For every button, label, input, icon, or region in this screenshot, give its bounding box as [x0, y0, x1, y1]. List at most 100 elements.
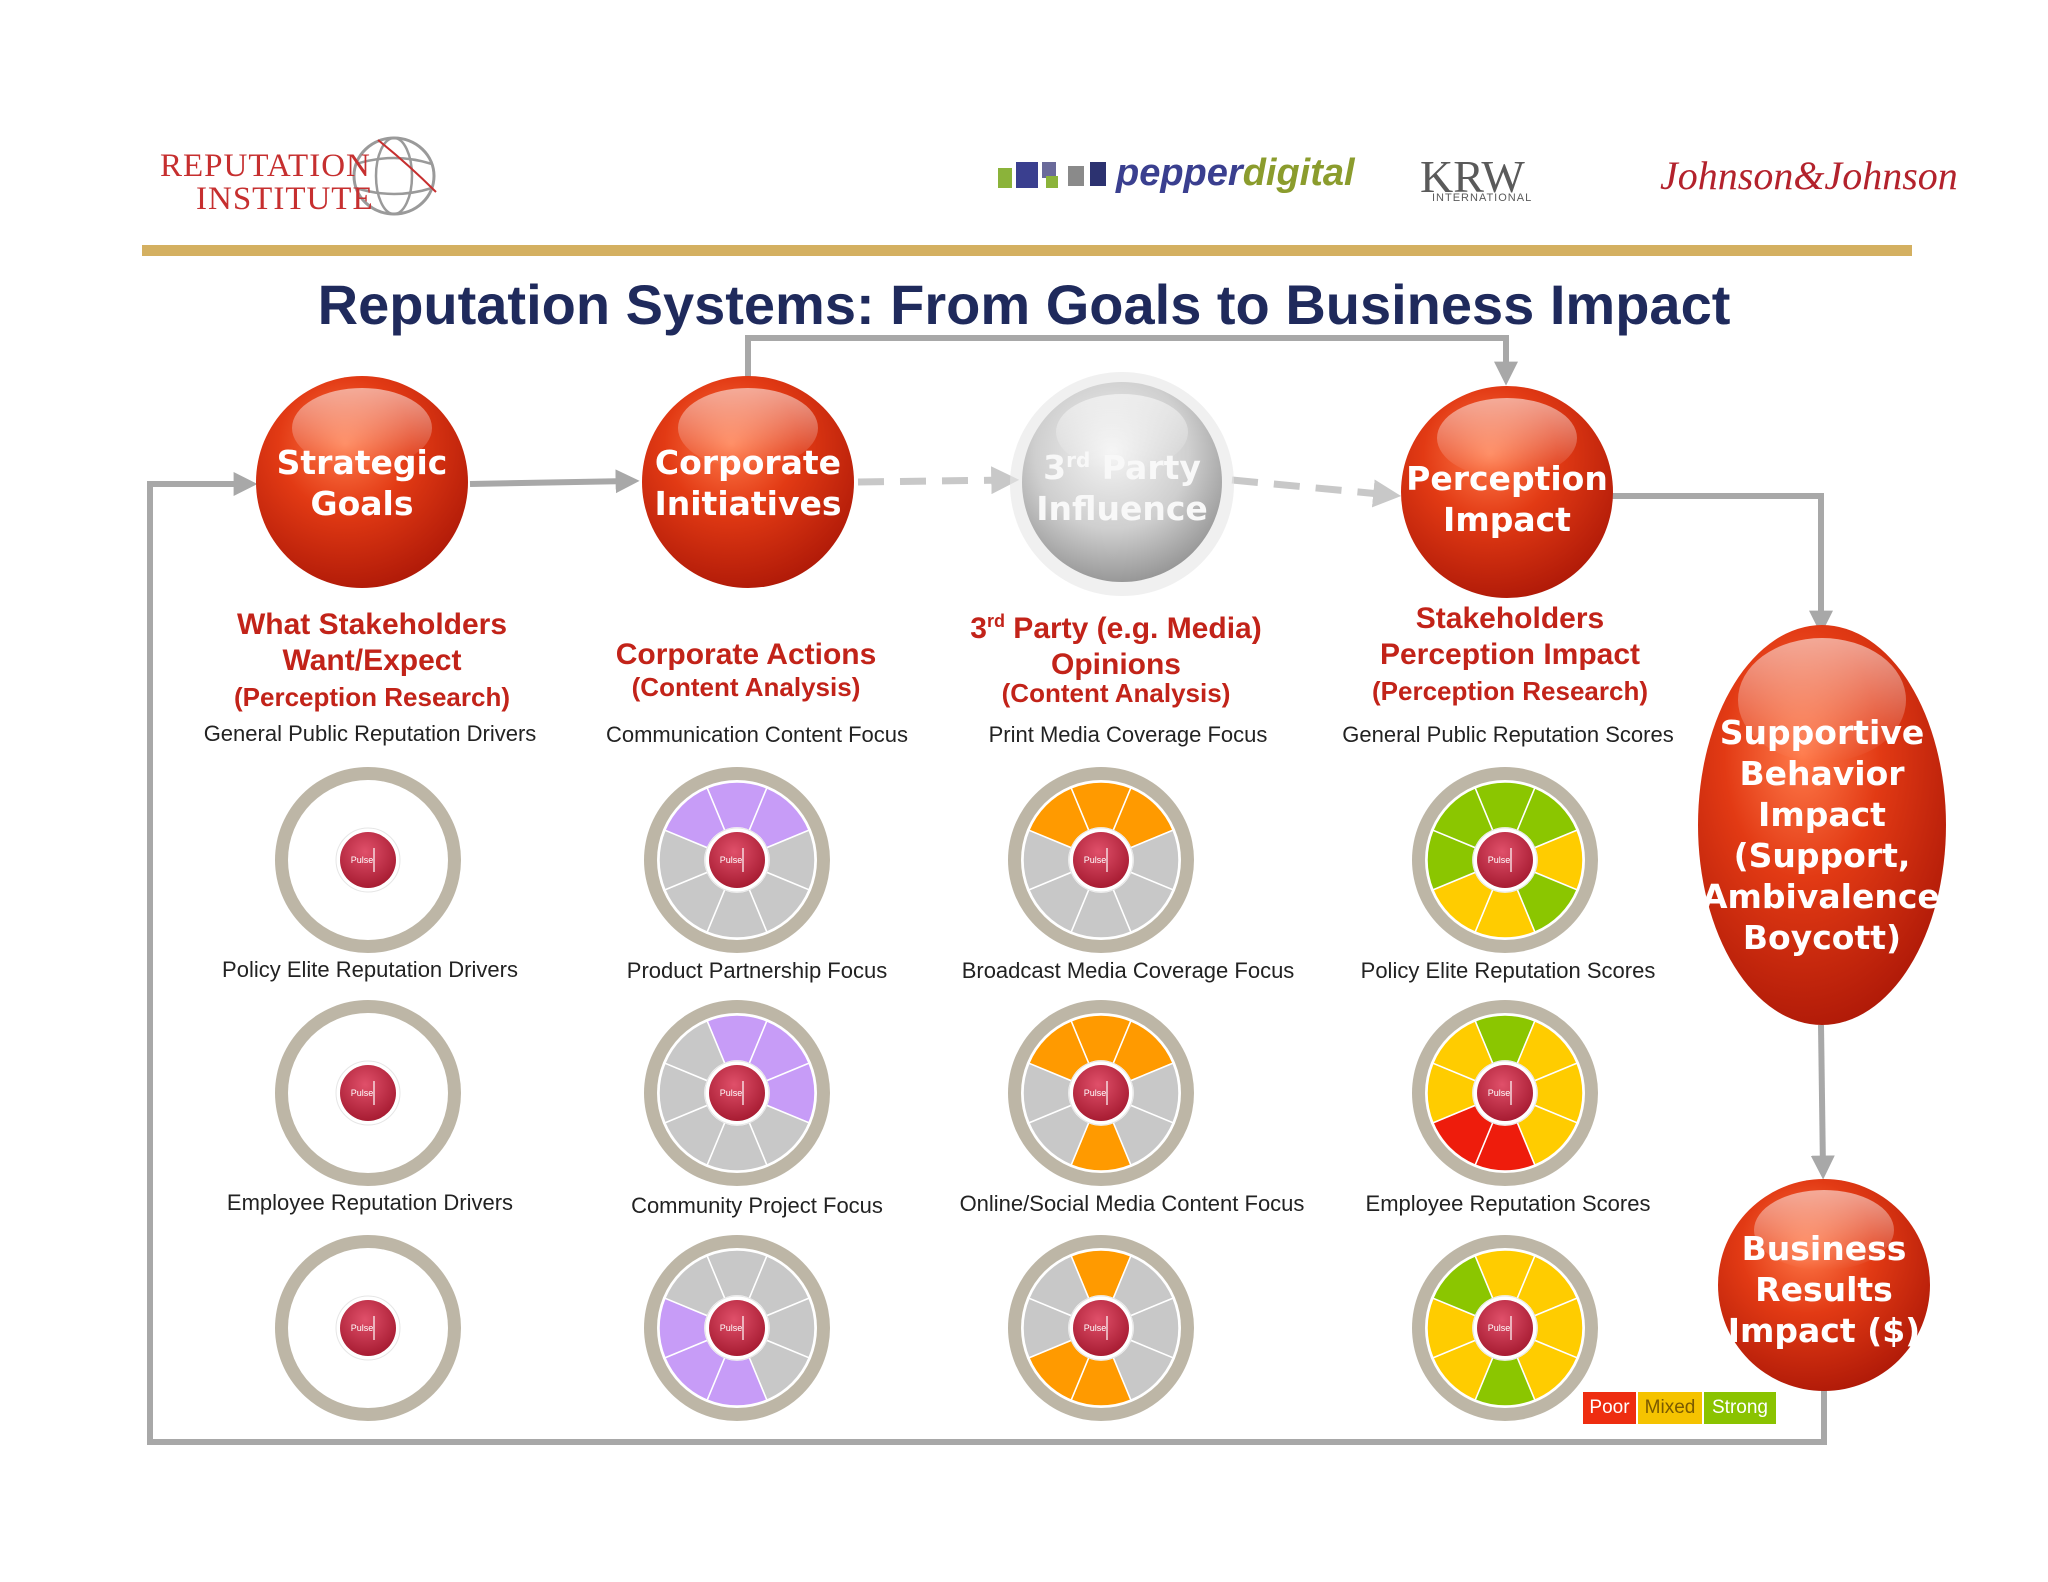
legend-label: Strong [1712, 1397, 1768, 1418]
pulse-core [1477, 1300, 1533, 1356]
pulse-text: Pulse [1488, 1088, 1511, 1098]
wheel-label: General Public Reputation Scores [1342, 722, 1674, 747]
krw-logo: KRW [1420, 151, 1525, 202]
legend-poor: Poor [1583, 1392, 1636, 1424]
reputation-wheel: Pulse [1412, 1000, 1598, 1186]
wheel-label: Online/Social Media Content Focus [959, 1191, 1305, 1216]
pulse-core [1477, 1065, 1533, 1121]
gold-divider [142, 245, 1912, 256]
legend-swatch [1583, 1392, 1636, 1424]
pulse-text: Pulse [720, 1323, 743, 1333]
wheel-label: Communication Content Focus [605, 722, 909, 747]
perception-impact-node [1401, 386, 1613, 598]
reputation-wheel: Pulse [275, 1235, 461, 1421]
business-results-label: Business Results Impact ($) [1727, 1229, 1921, 1350]
col2-subheading: (Content Analysis) [631, 672, 861, 702]
logo-line-1: REPUTATION [160, 148, 371, 184]
wheel-label: Policy Elite Reputation Drivers [222, 957, 518, 982]
supportive-behavior-label: Supportive Behavior Impact (Support, Amb… [1702, 713, 1953, 957]
supportive-behavior-node [1698, 625, 1946, 1025]
page-title: Reputation Systems: From Goals to Busine… [317, 273, 1731, 336]
pulse-core [709, 1065, 765, 1121]
col1-heading: What Stakeholders Want/Expect [236, 608, 508, 677]
pulse-core [340, 1065, 396, 1121]
reputation-wheel: Pulse [275, 767, 461, 953]
wheel-label: Policy Elite Reputation Scores [1360, 958, 1656, 983]
reputation-wheel: Pulse [1008, 1235, 1194, 1421]
pulse-text: Pulse [1084, 1088, 1107, 1098]
wheel-label: Product Partnership Focus [626, 958, 888, 983]
reputation-wheel: Pulse [644, 1000, 830, 1186]
behavior-to-results-arrow [1810, 1024, 1835, 1180]
reputation-wheel: Pulse [1008, 1000, 1194, 1186]
pulse-text: Pulse [351, 855, 374, 865]
pulse-text: Pulse [1084, 1323, 1107, 1333]
pulse-text: Pulse [720, 855, 743, 865]
wheel-label: Broadcast Media Coverage Focus [961, 958, 1295, 983]
wheel-label: Employee Reputation Scores [1365, 1191, 1651, 1216]
pulse-text: Pulse [1488, 1323, 1511, 1333]
goals-to-initiatives-arrow [469, 469, 640, 494]
logo-pepper-text: pepper [1116, 152, 1243, 194]
corporate-initiatives-label: Corporate Initiatives [654, 443, 842, 523]
col4-subheading: (Perception Research) [1372, 676, 1648, 706]
jnj-logo: Johnson&Johnson [1660, 153, 1958, 198]
legend-label: Mixed [1644, 1397, 1696, 1418]
feedback-loop-connector [147, 472, 1827, 1445]
col3-subheading: (Content Analysis) [1001, 678, 1231, 708]
wheel-label: Print Media Coverage Focus [988, 722, 1268, 747]
globe-icon [352, 136, 437, 216]
col2-heading: Corporate Actions [615, 638, 877, 671]
legend-strong: Strong [1704, 1392, 1776, 1424]
reputation-wheel: Pulse [275, 1000, 461, 1186]
strategic-goals-label: Strategic Goals [276, 443, 448, 523]
third-party-influence-node [1010, 372, 1234, 596]
pulse-core [709, 1300, 765, 1356]
col1-subheading: (Perception Research) [234, 682, 510, 712]
reputation-wheel: Pulse [644, 1235, 830, 1421]
krw-logo-sub: INTERNATIONAL [1432, 192, 1533, 204]
strategic-goals-node [256, 376, 468, 588]
pulse-core [1073, 1300, 1129, 1356]
corporate-initiatives-node [642, 376, 854, 588]
reputation-wheel: Pulse [1412, 1235, 1598, 1421]
pepperdigital-logo: pepperdigital [1116, 152, 1355, 195]
perception-to-behavior-arrow [1612, 493, 1833, 635]
logo-digital-text: digital [1242, 152, 1355, 194]
pulse-text: Pulse [720, 1088, 743, 1098]
logo-line-2: INSTITUTE [196, 181, 374, 217]
pulse-core [709, 832, 765, 888]
pulse-core [340, 832, 396, 888]
wheel-label: Employee Reputation Drivers [226, 1190, 514, 1215]
third-party-to-perception-dashed [1231, 476, 1402, 508]
col3-heading: 3rd Party (e.g. Media)Opinions [970, 611, 1262, 681]
legend-mixed: Mixed [1638, 1392, 1702, 1424]
perception-impact-label: Perception Impact [1406, 459, 1608, 539]
pulse-text: Pulse [1488, 855, 1511, 865]
legend-swatch [1638, 1392, 1702, 1424]
pulse-text: Pulse [351, 1323, 374, 1333]
initiatives-to-perception-bypass [745, 335, 1518, 386]
pulse-text: Pulse [1084, 855, 1107, 865]
reputation-wheels-group: PulsePulsePulsePulsePulsePulsePulsePulse… [275, 767, 1598, 1421]
col4-heading: Stakeholders Perception Impact [1379, 602, 1641, 671]
initiatives-to-third-party-dashed [857, 466, 1020, 495]
pulse-core [1477, 832, 1533, 888]
pulse-core [340, 1300, 396, 1356]
pulse-core [1073, 1065, 1129, 1121]
pixel-mosaic-icon [998, 162, 1106, 188]
business-results-node [1718, 1179, 1930, 1391]
legend-swatch [1704, 1392, 1776, 1424]
pulse-text: Pulse [351, 1088, 374, 1098]
legend-label: Poor [1589, 1397, 1630, 1418]
reputation-wheel: Pulse [1008, 767, 1194, 953]
pulse-core [1073, 832, 1129, 888]
reputation-wheel: Pulse [1412, 767, 1598, 953]
reputation-institute-logo: REPUTATION INSTITUTE [160, 150, 374, 216]
reputation-wheel: Pulse [644, 767, 830, 953]
wheel-label: Community Project Focus [631, 1193, 883, 1218]
wheel-label: General Public Reputation Drivers [203, 721, 537, 746]
